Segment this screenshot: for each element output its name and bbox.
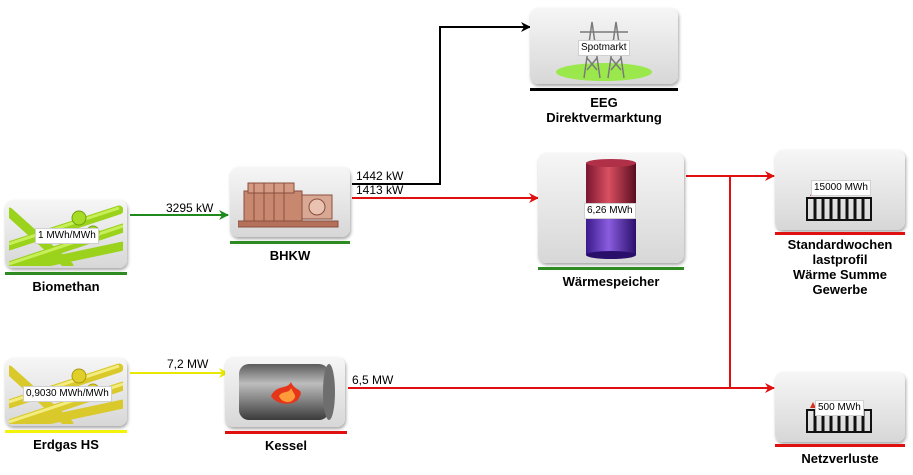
node-value: 500 MWh (815, 400, 864, 416)
node-bhkw[interactable] (230, 167, 350, 237)
flow-label-biomethan-bhkw: 3295 kW (166, 201, 214, 215)
node-title: Kessel (265, 438, 307, 453)
title-line: EEG (590, 95, 618, 110)
status-line (530, 88, 678, 91)
status-line (775, 232, 905, 235)
status-line (225, 431, 347, 434)
flow-speicher-netz (686, 175, 775, 393)
node-value: 6,26 MWh (584, 203, 636, 219)
node-erdgas[interactable]: 0,9030 MWh/MWh (5, 358, 127, 426)
node-standardwochen[interactable]: 15000 MWh (775, 150, 905, 230)
status-line (230, 241, 350, 244)
node-kessel[interactable] (225, 357, 345, 427)
title-line: Direktvermarktung (546, 110, 662, 125)
node-eeg[interactable]: Spotmarkt (530, 8, 678, 84)
flow-label-bhkw-eeg: 1442 kW (356, 169, 404, 183)
title-line: lastprofil (812, 252, 868, 267)
node-netzverluste[interactable]: 500 MWh (775, 372, 905, 442)
flow-bhkw-eeg (352, 22, 531, 185)
pipes-icon (9, 205, 123, 266)
node-biomethan[interactable]: 1 MWh/MWh (5, 200, 127, 268)
boiler-icon (239, 364, 335, 420)
node-title: Erdgas HS (33, 437, 99, 452)
status-line (538, 267, 684, 270)
radiator-icon (806, 190, 872, 221)
flow-label-bhkw-speicher: 1413 kW (356, 183, 404, 197)
node-value: 0,9030 MWh/MWh (23, 386, 112, 402)
node-title: Netzverluste (801, 451, 879, 466)
node-title: Wärmespeicher (562, 274, 660, 289)
title-line: Standardwochen (787, 237, 893, 252)
flow-label-kessel-out: 6,5 MW (352, 373, 394, 387)
node-title: EEG Direktvermarktung (520, 95, 688, 125)
status-line (5, 430, 127, 433)
flow-label-erdgas-kessel: 7,2 MW (167, 357, 209, 371)
engine-icon (238, 182, 339, 228)
title-line: Wärme Summe (793, 267, 887, 282)
node-title: BHKW (269, 248, 311, 263)
node-title: Biomethan (32, 279, 100, 294)
node-waermespeicher[interactable]: 6,26 MWh (538, 153, 684, 263)
node-title: Standardwochen lastprofil Wärme Summe Ge… (770, 237, 910, 297)
node-value: Spotmarkt (578, 40, 630, 56)
status-line (775, 444, 905, 447)
node-value: 1 MWh/MWh (35, 228, 99, 244)
title-line: Gewerbe (812, 282, 868, 297)
node-value: 15000 MWh (811, 180, 871, 196)
status-line (5, 272, 127, 275)
